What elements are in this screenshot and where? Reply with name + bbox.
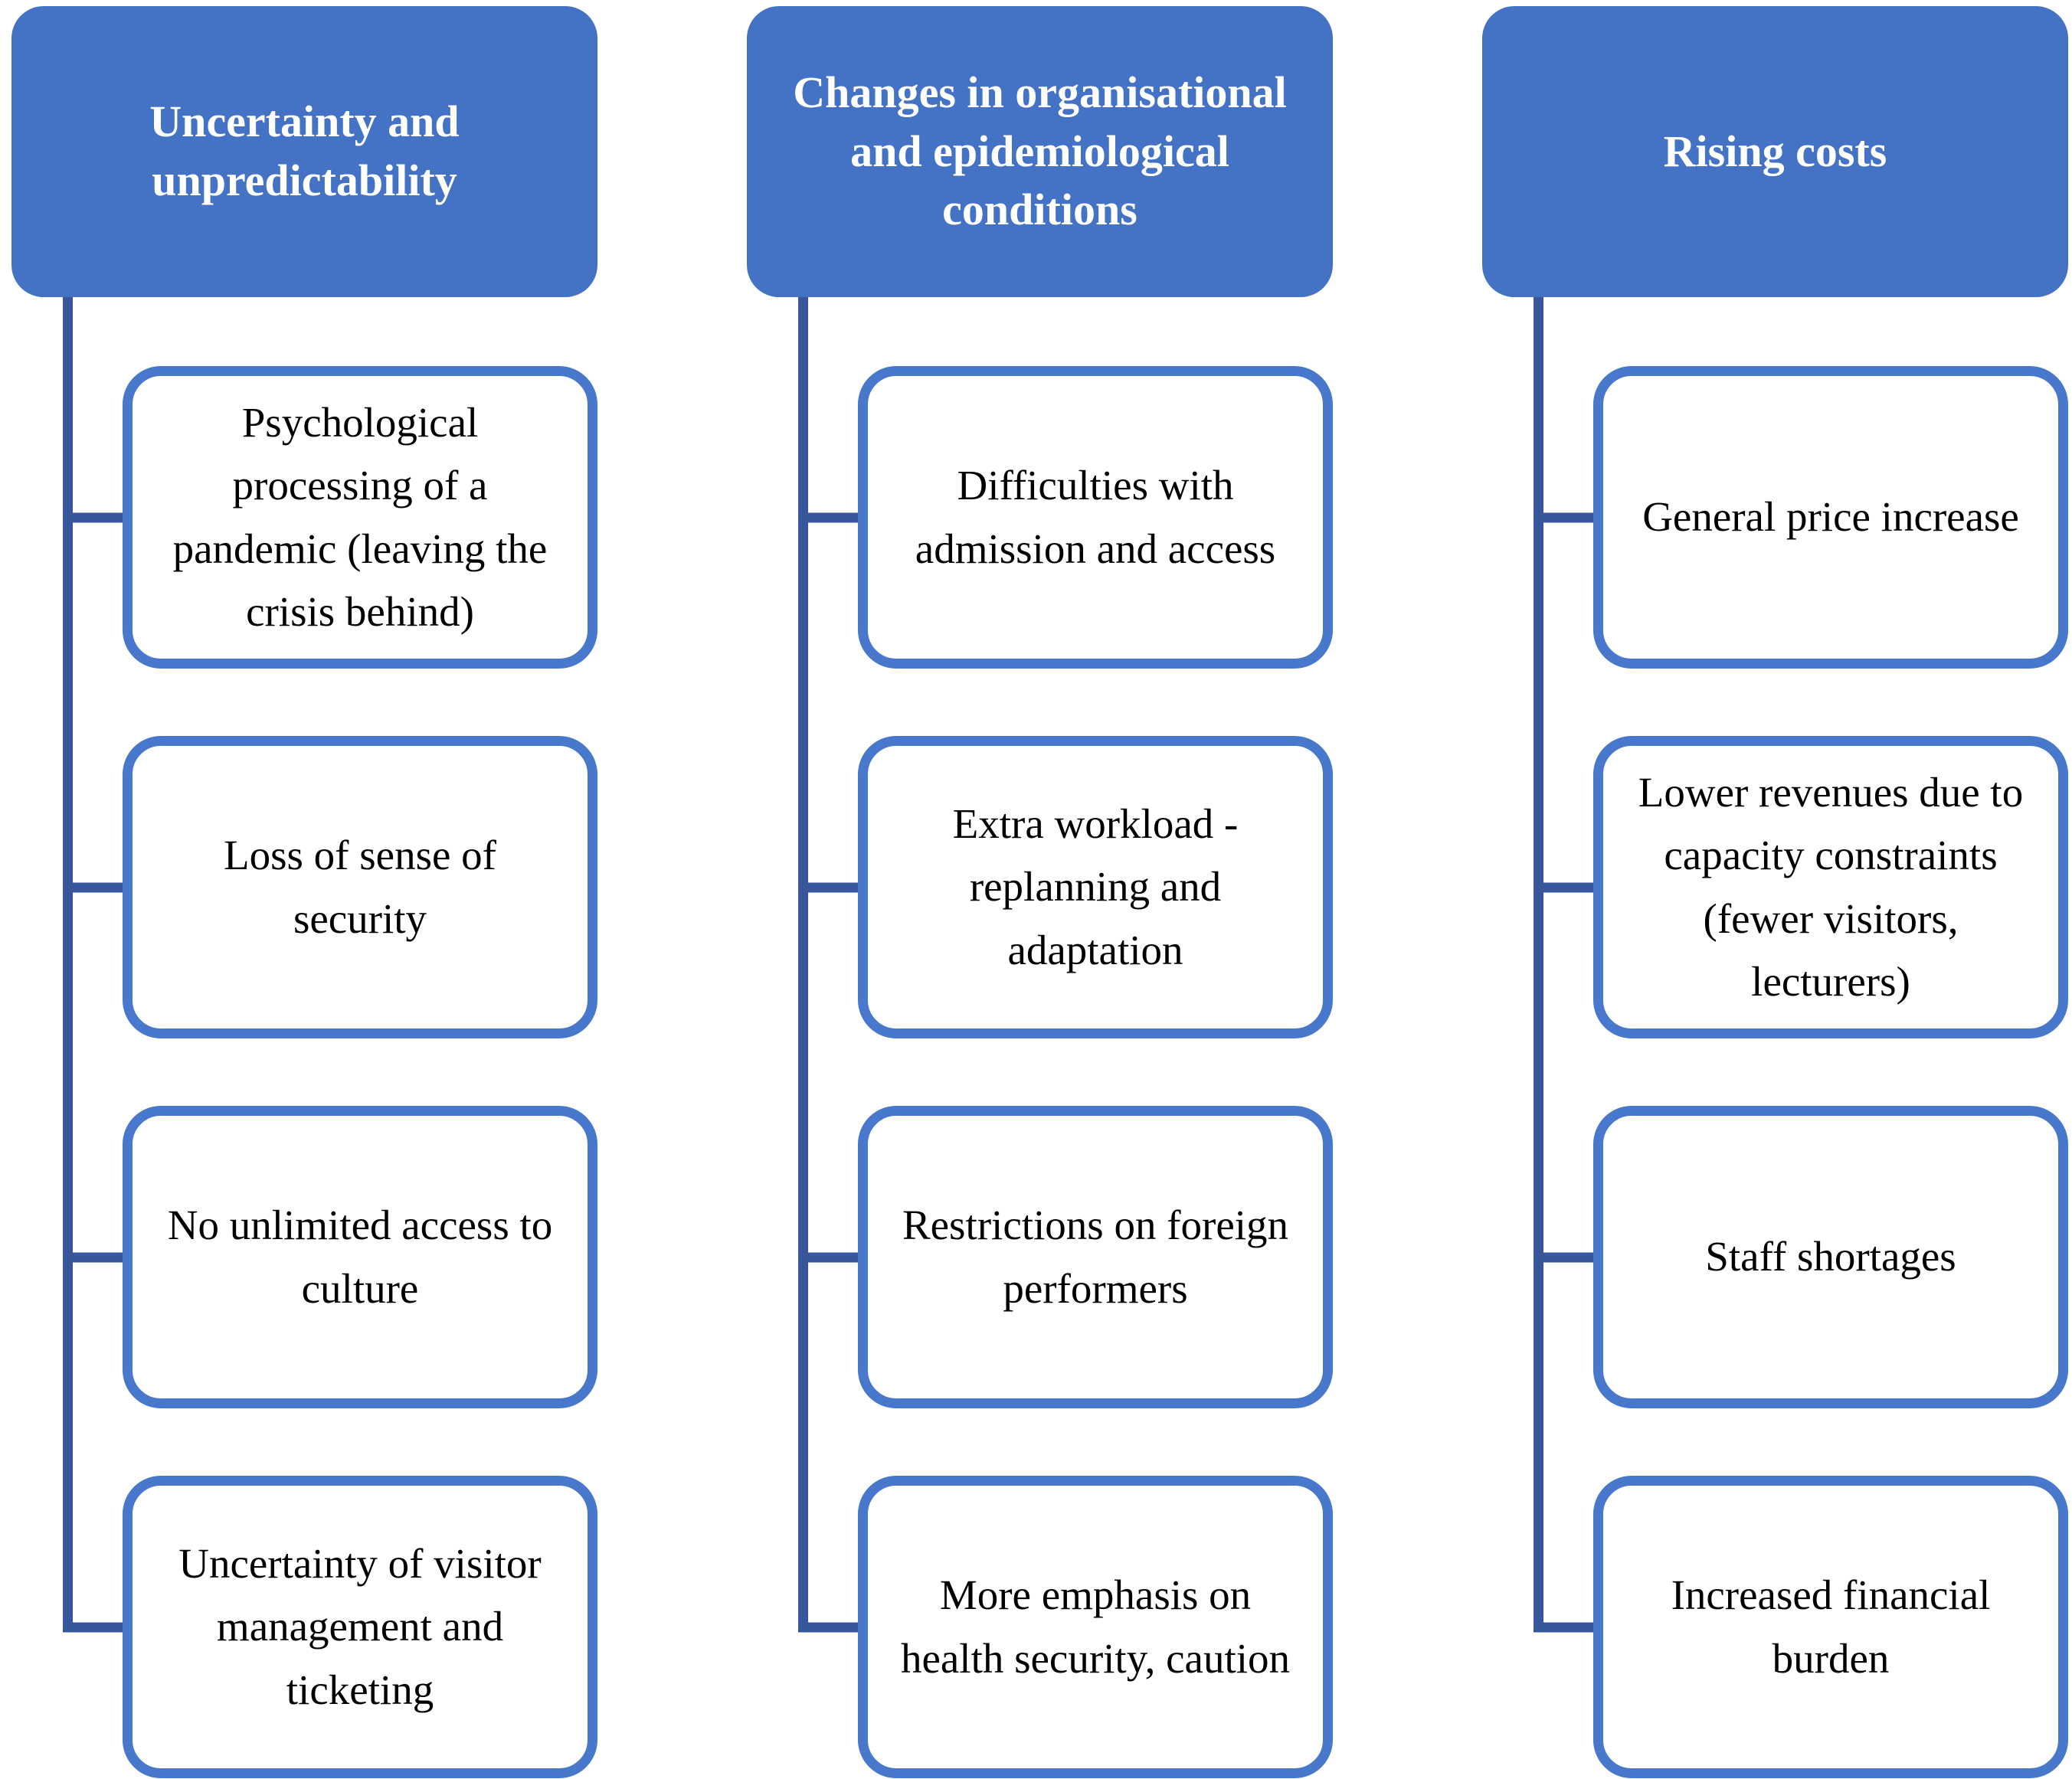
column-items: General price increase Lower revenues du… — [1482, 366, 2068, 1778]
connector-line — [798, 297, 808, 1627]
child-box: Uncertainty of visitor management and ti… — [123, 1476, 597, 1778]
connector-line — [63, 297, 73, 1627]
child-box-label: Increased financial burden — [1671, 1571, 1991, 1682]
column-uncertainty: Uncertainty and unpredictability Psychol… — [11, 6, 597, 1778]
child-box: Loss of sense of security — [123, 736, 597, 1038]
connector-line — [1534, 297, 1543, 1627]
child-box-label: Restrictions on foreign performers — [902, 1202, 1289, 1312]
child-box-label: Psychological processing of a pandemic (… — [172, 398, 548, 636]
connector-stub — [63, 882, 132, 892]
connector-stub — [798, 882, 867, 892]
list-item: Lower revenues due to capacity constrain… — [1482, 736, 2068, 1038]
column-items: Psychological processing of a pandemic (… — [11, 366, 597, 1778]
child-box: Restrictions on foreign performers — [858, 1106, 1333, 1408]
column-header-label: Uncertainty and unpredictability — [149, 96, 460, 205]
list-item: Psychological processing of a pandemic (… — [11, 366, 597, 669]
column-items: Difficulties with admission and access E… — [747, 366, 1333, 1778]
list-item: Increased financial burden — [1482, 1476, 2068, 1778]
child-box: General price increase — [1593, 366, 2068, 669]
connector-stub — [798, 512, 867, 522]
child-box-label: Uncertainty of visitor management and ti… — [178, 1539, 542, 1713]
child-box: Staff shortages — [1593, 1106, 2068, 1408]
connector-stub — [63, 1252, 132, 1262]
list-item: Extra workload - replanning and adaptati… — [747, 736, 1333, 1038]
list-item: Uncertainty of visitor management and ti… — [11, 1476, 597, 1778]
column-header-label: Changes in organisational and epidemiolo… — [793, 67, 1287, 235]
list-item: Restrictions on foreign performers — [747, 1106, 1333, 1408]
list-item: Loss of sense of security — [11, 736, 597, 1038]
child-box-label: Extra workload - replanning and adaptati… — [952, 800, 1239, 973]
child-box: No unlimited access to culture — [123, 1106, 597, 1408]
connector-stub — [798, 1252, 867, 1262]
connector-stub — [1534, 1622, 1602, 1632]
child-box-label: No unlimited access to culture — [167, 1202, 553, 1312]
child-box: More emphasis on health security, cautio… — [858, 1476, 1333, 1778]
list-item: No unlimited access to culture — [11, 1106, 597, 1408]
child-box-label: Lower revenues due to capacity constrain… — [1638, 768, 2024, 1006]
child-box: Lower revenues due to capacity constrain… — [1593, 736, 2068, 1038]
child-box: Difficulties with admission and access — [858, 366, 1333, 669]
column-header: Changes in organisational and epidemiolo… — [747, 6, 1333, 297]
connector-stub — [798, 1622, 867, 1632]
child-box-label: More emphasis on health security, cautio… — [900, 1571, 1291, 1682]
child-box-label: Difficulties with admission and access — [915, 462, 1276, 572]
list-item: Difficulties with admission and access — [747, 366, 1333, 669]
connector-stub — [63, 512, 132, 522]
child-box: Psychological processing of a pandemic (… — [123, 366, 597, 669]
column-header: Uncertainty and unpredictability — [11, 6, 597, 297]
connector-stub — [1534, 1252, 1602, 1262]
list-item: Staff shortages — [1482, 1106, 2068, 1408]
list-item: General price increase — [1482, 366, 2068, 669]
list-item: More emphasis on health security, cautio… — [747, 1476, 1333, 1778]
connector-stub — [1534, 882, 1602, 892]
column-rising-costs: Rising costs General price increase Lowe… — [1482, 6, 2068, 1778]
child-box-label: General price increase — [1642, 493, 2019, 541]
child-box-label: Staff shortages — [1705, 1233, 1956, 1280]
child-box: Increased financial burden — [1593, 1476, 2068, 1778]
child-box-label: Loss of sense of security — [224, 832, 496, 942]
connector-stub — [1534, 512, 1602, 522]
connector-stub — [63, 1622, 132, 1632]
column-header: Rising costs — [1482, 6, 2068, 297]
column-header-label: Rising costs — [1663, 126, 1887, 176]
child-box: Extra workload - replanning and adaptati… — [858, 736, 1333, 1038]
column-organisational-conditions: Changes in organisational and epidemiolo… — [747, 6, 1333, 1778]
